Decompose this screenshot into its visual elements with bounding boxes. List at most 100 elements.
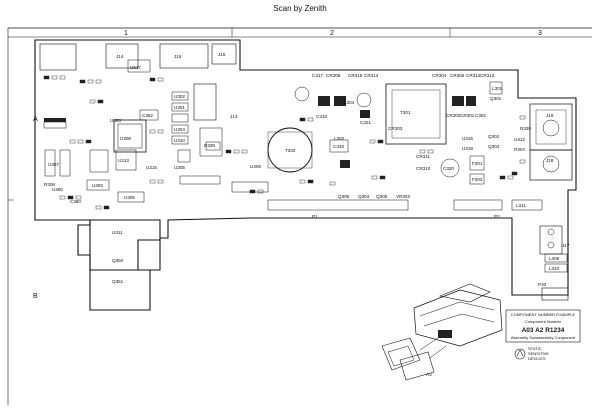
small-component bbox=[43, 75, 50, 80]
label-j13: J13 bbox=[230, 114, 238, 119]
label-cr304: CR304 bbox=[432, 73, 447, 78]
small-component bbox=[519, 115, 526, 120]
component-legend: COMPONENT NUMBER EXAMPLE Component Numbe… bbox=[505, 309, 581, 343]
col-label-3: 3 bbox=[538, 30, 542, 37]
small-component bbox=[95, 79, 102, 84]
small-component bbox=[299, 117, 306, 122]
small-component bbox=[241, 149, 248, 154]
label-l310: L310 bbox=[549, 266, 560, 271]
label-r338: R338 bbox=[204, 143, 215, 148]
label-cr310: CR310 bbox=[416, 166, 431, 171]
pin-headers: P1 P2 Q304 Q306 VR302 Q305 bbox=[179, 175, 503, 219]
label-u316: U316 bbox=[462, 136, 473, 141]
label-t302: T302 bbox=[285, 148, 296, 153]
label-q306: Q306 bbox=[338, 194, 350, 199]
label-u309: U309 bbox=[250, 164, 261, 169]
label-l309: L309 bbox=[549, 256, 560, 261]
static-label-1: STATIC bbox=[528, 346, 542, 351]
label-cr303: CR303 bbox=[388, 126, 403, 131]
legend-example: A03 A2 R1234 bbox=[522, 327, 565, 334]
small-component bbox=[377, 139, 384, 144]
label-q350: Q350 bbox=[112, 258, 124, 263]
small-component bbox=[511, 171, 518, 176]
label-r304: R304 bbox=[514, 147, 525, 152]
label-u310: U310 bbox=[174, 138, 185, 143]
small-component bbox=[419, 149, 426, 154]
small-component bbox=[87, 79, 94, 84]
right-connectors: J19 J18 J17 L311 L309 L310 P33 U312 Q302… bbox=[488, 103, 573, 301]
label-u301: U301 bbox=[174, 105, 185, 110]
small-component bbox=[85, 139, 92, 144]
small-component bbox=[307, 179, 314, 184]
label-cr302: CR302 bbox=[446, 113, 461, 118]
label-cr315: CR315 bbox=[348, 73, 363, 78]
board-outline bbox=[34, 39, 577, 296]
label-q304: Q304 bbox=[358, 194, 370, 199]
small-component bbox=[149, 77, 156, 82]
small-component bbox=[307, 117, 314, 122]
small-component bbox=[103, 205, 110, 210]
small-component bbox=[89, 99, 96, 104]
label-c380: C380 bbox=[70, 199, 81, 204]
col-label-1: 1 bbox=[124, 30, 128, 37]
small-component bbox=[249, 189, 256, 194]
label-cr311: CR311 bbox=[416, 154, 430, 159]
label-u315: U315 bbox=[146, 165, 157, 170]
small-component bbox=[51, 75, 58, 80]
label-r308: R308 bbox=[44, 182, 55, 187]
label-u302: U302 bbox=[174, 94, 185, 99]
label-u308: U308 bbox=[120, 136, 131, 141]
label-u303: U303 bbox=[92, 183, 103, 188]
label-u306: U306 bbox=[124, 195, 135, 200]
label-l304: L304 bbox=[344, 100, 355, 105]
label-c352: C352 bbox=[142, 113, 153, 118]
assembly-label: A3 bbox=[426, 372, 432, 377]
small-component bbox=[157, 129, 164, 134]
left-chip-cluster: U302 U301 U304 U308 U310 U303 U306 U313 … bbox=[43, 83, 238, 284]
label-c318: C318 bbox=[316, 114, 327, 119]
label-l302: L302 bbox=[334, 136, 345, 141]
transformer-area: T302 T301 C317 CR306 CR315 CR314 C318 L3… bbox=[250, 73, 503, 185]
small-component bbox=[427, 149, 434, 154]
label-u517: U517 bbox=[130, 65, 141, 70]
small-component bbox=[79, 79, 86, 84]
small-component bbox=[233, 149, 240, 154]
label-j17: J17 bbox=[562, 243, 570, 248]
small-component bbox=[257, 189, 264, 194]
label-l301: L301 bbox=[492, 86, 503, 91]
small-component bbox=[97, 99, 104, 104]
legend-title: COMPONENT NUMBER EXAMPLE bbox=[511, 312, 576, 317]
label-q351: Q351 bbox=[112, 279, 124, 284]
static-label-2: SENSITIVE bbox=[528, 351, 549, 356]
label-t301: T301 bbox=[400, 110, 411, 115]
label-p2: P2 bbox=[494, 214, 500, 219]
row-label-b: B bbox=[33, 293, 38, 300]
label-cr312: CR312 bbox=[466, 73, 481, 78]
label-q305: Q305 bbox=[376, 194, 388, 199]
label-u318: U318 bbox=[462, 146, 473, 151]
small-component bbox=[77, 139, 84, 144]
label-u300: U300 bbox=[52, 187, 63, 192]
small-component bbox=[369, 139, 376, 144]
label-q303: Q303 bbox=[488, 144, 500, 149]
label-vr302: VR302 bbox=[396, 194, 410, 199]
legend-subtitle: Component Number bbox=[525, 319, 562, 324]
small-component bbox=[507, 175, 514, 180]
small-component bbox=[499, 175, 506, 180]
label-j18: J18 bbox=[546, 158, 554, 163]
label-j19: J19 bbox=[546, 113, 554, 118]
label-u311: U311 bbox=[112, 230, 123, 235]
static-label-3: DEVICES bbox=[528, 356, 546, 361]
label-p33: P33 bbox=[538, 282, 547, 287]
label-u312: U312 bbox=[514, 137, 525, 142]
small-component bbox=[75, 195, 82, 200]
small-component bbox=[299, 179, 306, 184]
label-c320: C320 bbox=[443, 166, 454, 171]
label-p1: P1 bbox=[312, 214, 318, 219]
small-component bbox=[59, 195, 66, 200]
small-component bbox=[95, 205, 102, 210]
label-j14: J14 bbox=[116, 54, 124, 59]
small-component bbox=[157, 179, 164, 184]
static-warning: STATIC SENSITIVE DEVICES bbox=[514, 346, 549, 361]
